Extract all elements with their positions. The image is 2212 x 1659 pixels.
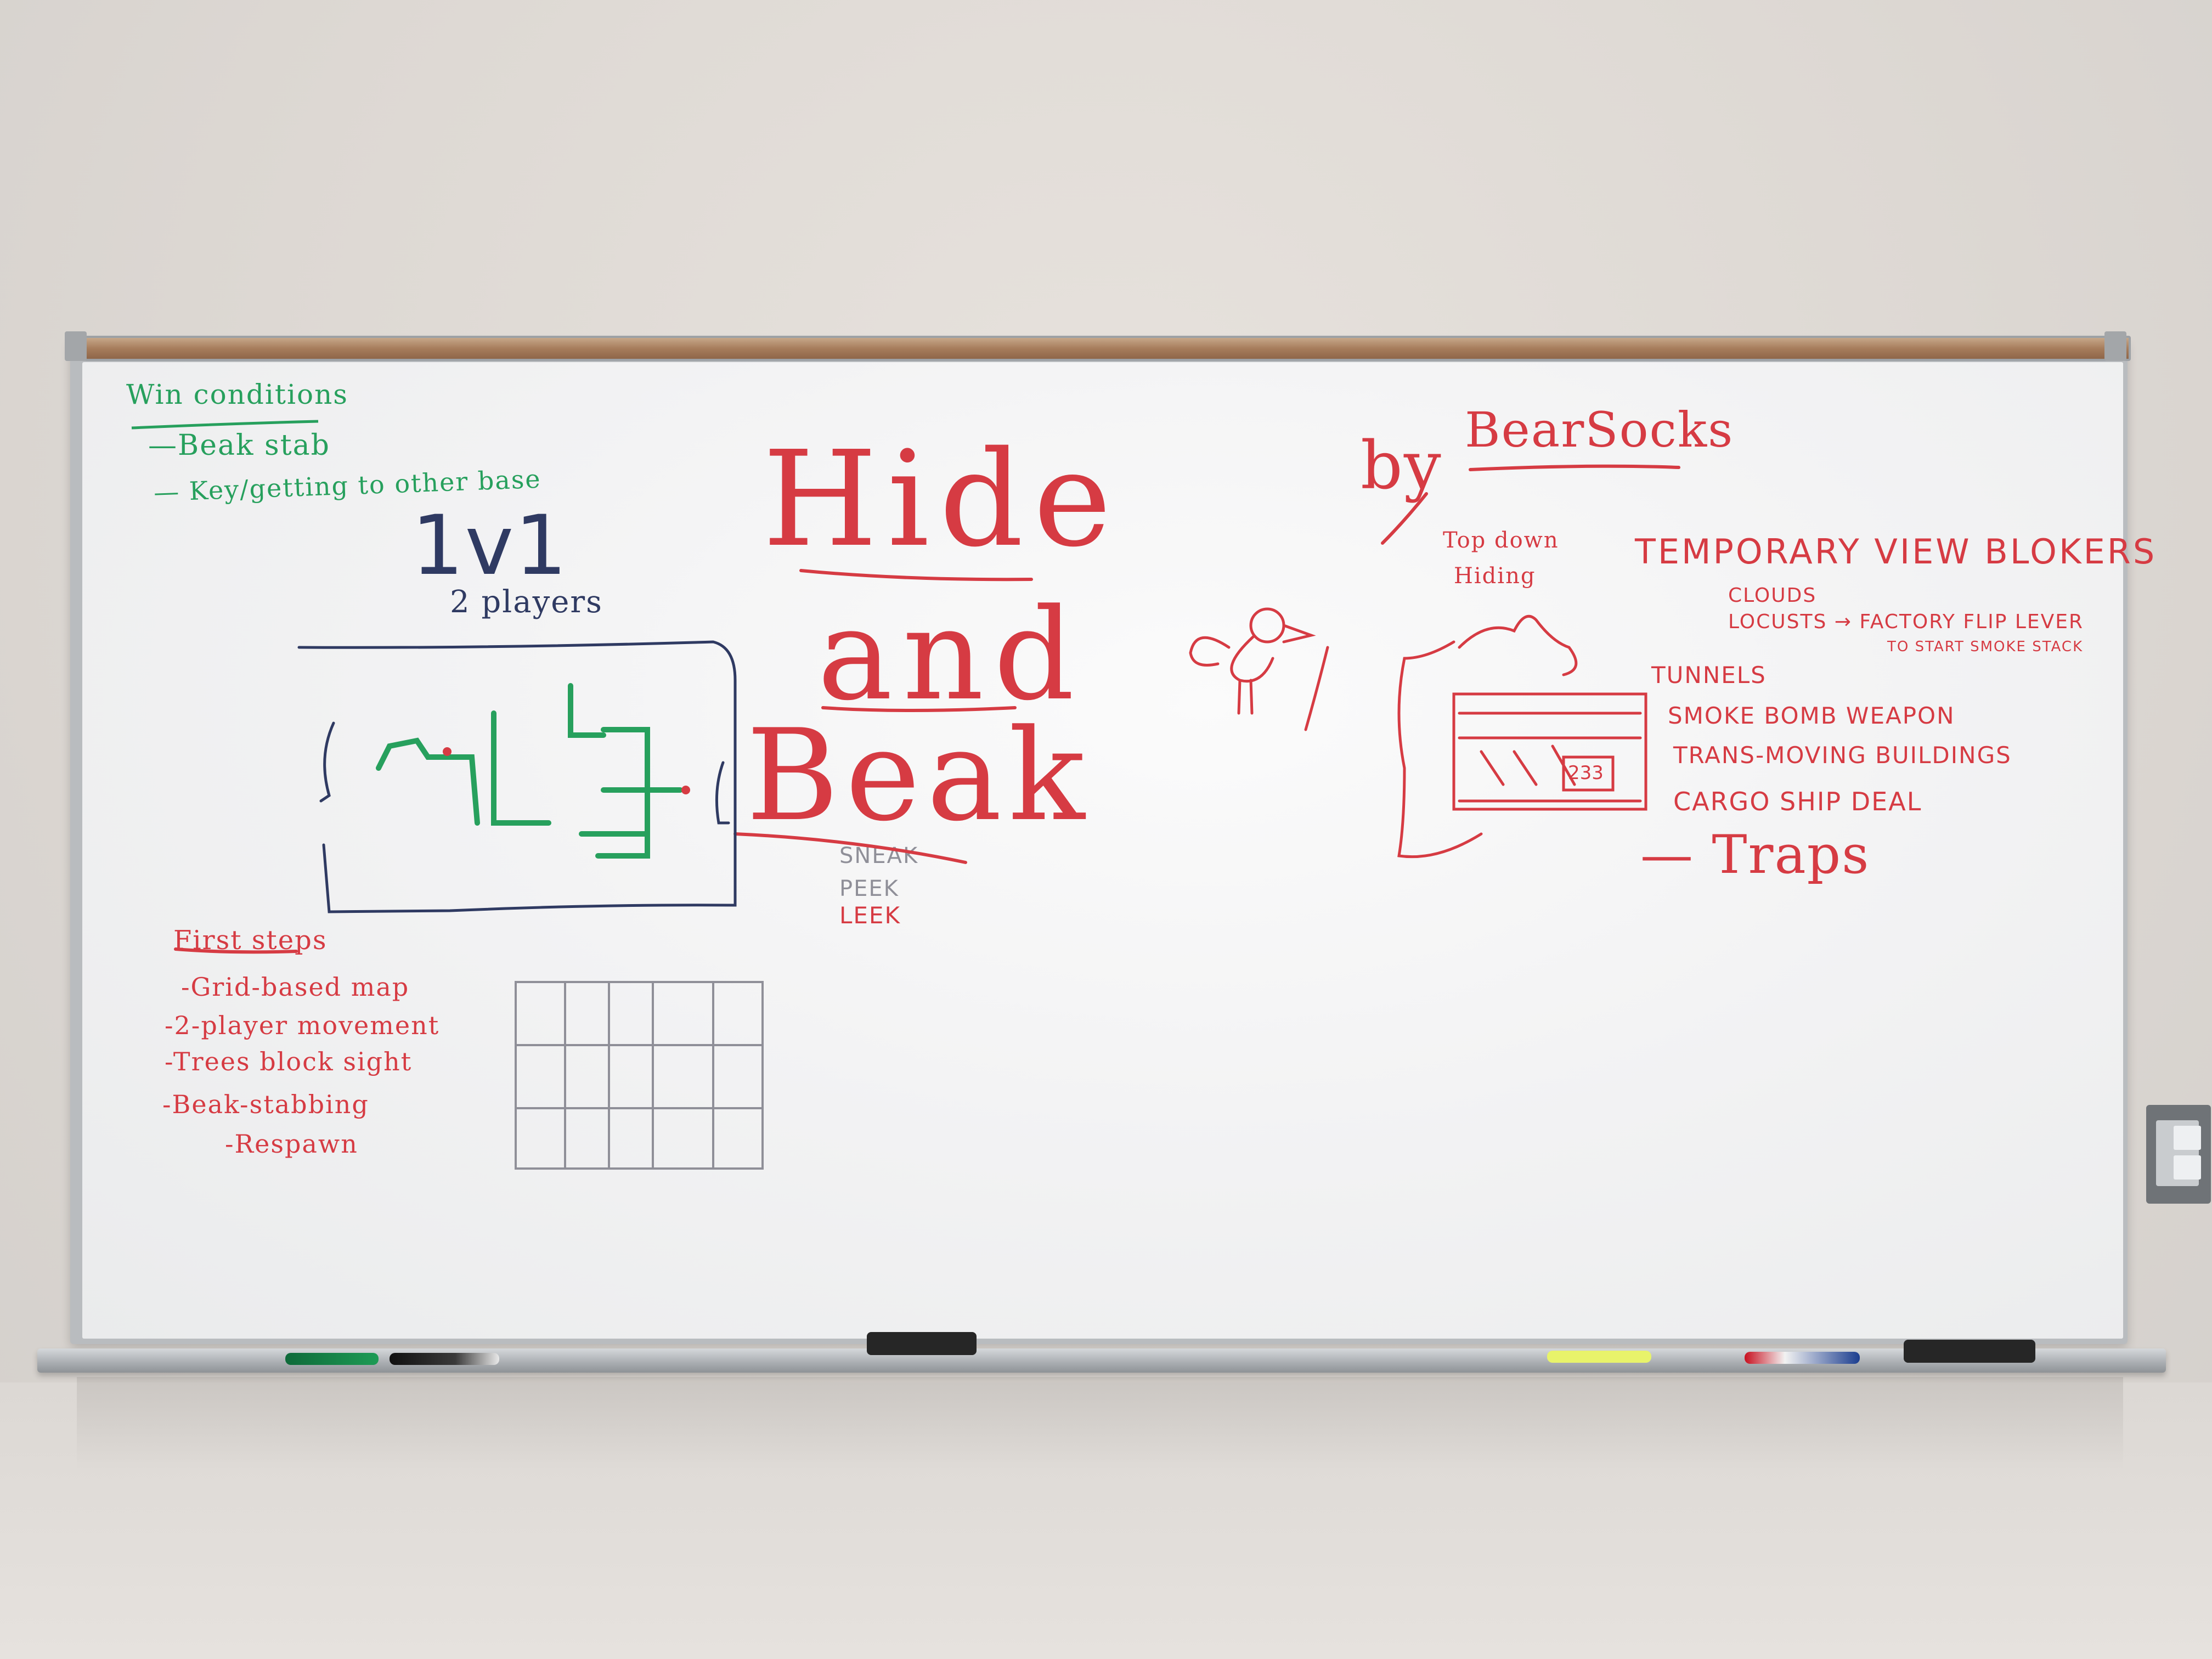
ideas-sub-item: TO START SMOKE STACK bbox=[1887, 639, 2084, 655]
title-beak: Beak bbox=[746, 703, 1092, 849]
first-steps-item: -Trees block sight bbox=[165, 1047, 413, 1076]
sketch-note: Top down bbox=[1443, 528, 1559, 553]
mode-heading: 1v1 bbox=[411, 498, 568, 594]
left-clip bbox=[65, 331, 87, 361]
win-conditions-heading: Win conditions bbox=[126, 379, 348, 410]
whiteboard-surface bbox=[82, 362, 2123, 1339]
byline-tail bbox=[1381, 492, 1428, 545]
building-sign: 233 bbox=[1568, 762, 1604, 784]
ideas-item: — Traps bbox=[1640, 824, 1870, 885]
ideas-sub-item: LOCUSTS → FACTORY FLIP LEVER bbox=[1728, 611, 2084, 633]
title-and: and bbox=[817, 582, 1085, 729]
ideas-heading: TEMPORARY VIEW BLOKERS bbox=[1635, 532, 2157, 572]
ideas-item: CARGO SHIP DEAL bbox=[1673, 787, 1922, 816]
red-marker[interactable] bbox=[1745, 1352, 1860, 1364]
eraser[interactable] bbox=[867, 1332, 977, 1355]
byline-by: by bbox=[1361, 428, 1442, 504]
byline-underline bbox=[1469, 464, 1680, 471]
tray-shadow bbox=[77, 1377, 2123, 1470]
mode-sub: 2 players bbox=[450, 584, 603, 620]
ideas-item: TRANS-MOVING BUILDINGS bbox=[1673, 742, 2012, 769]
yellow-marker[interactable] bbox=[1547, 1351, 1651, 1363]
subtitle-peek: PEEK bbox=[839, 876, 899, 901]
first-steps-item: -Beak-stabbing bbox=[162, 1090, 369, 1119]
win-conditions-underline bbox=[131, 420, 319, 430]
sketch-note: Hiding bbox=[1454, 563, 1536, 589]
light-switch-plate bbox=[2146, 1105, 2211, 1204]
map-player-markers bbox=[443, 747, 690, 794]
subtitle-leek: LEEK bbox=[839, 902, 901, 929]
cork-strip bbox=[70, 336, 2131, 361]
grid-sketch bbox=[515, 981, 764, 1170]
bird-sketch bbox=[1189, 607, 1329, 731]
ideas-item: SMOKE BOMB WEAPON bbox=[1668, 702, 1955, 729]
switch-button[interactable] bbox=[2174, 1155, 2201, 1180]
eraser[interactable] bbox=[1904, 1340, 2035, 1363]
first-steps-underline bbox=[174, 947, 298, 954]
first-steps-item: -2-player movement bbox=[165, 1011, 440, 1040]
title-hide: Hide bbox=[763, 422, 1121, 576]
title-underline bbox=[799, 569, 1033, 582]
wall-lower bbox=[0, 1383, 2212, 1659]
ideas-item: TUNNELS bbox=[1651, 662, 1767, 689]
ideas-sub-item: CLOUDS bbox=[1728, 584, 1817, 607]
first-steps-item: -Respawn bbox=[225, 1129, 358, 1159]
map-sketch bbox=[297, 640, 737, 913]
title-underline bbox=[821, 706, 1017, 712]
map-maze bbox=[376, 683, 683, 859]
black-marker[interactable] bbox=[390, 1353, 499, 1365]
first-steps-item: -Grid-based map bbox=[181, 972, 410, 1002]
switch-button[interactable] bbox=[2174, 1126, 2201, 1150]
title-underline bbox=[733, 832, 967, 864]
win-condition-item: —Beak stab bbox=[148, 429, 330, 462]
building-sketch bbox=[1397, 614, 1647, 859]
byline-author: BearSocks bbox=[1465, 402, 1734, 458]
switch-panel bbox=[2156, 1120, 2201, 1186]
green-marker[interactable] bbox=[285, 1353, 379, 1365]
right-clip bbox=[2104, 331, 2126, 361]
